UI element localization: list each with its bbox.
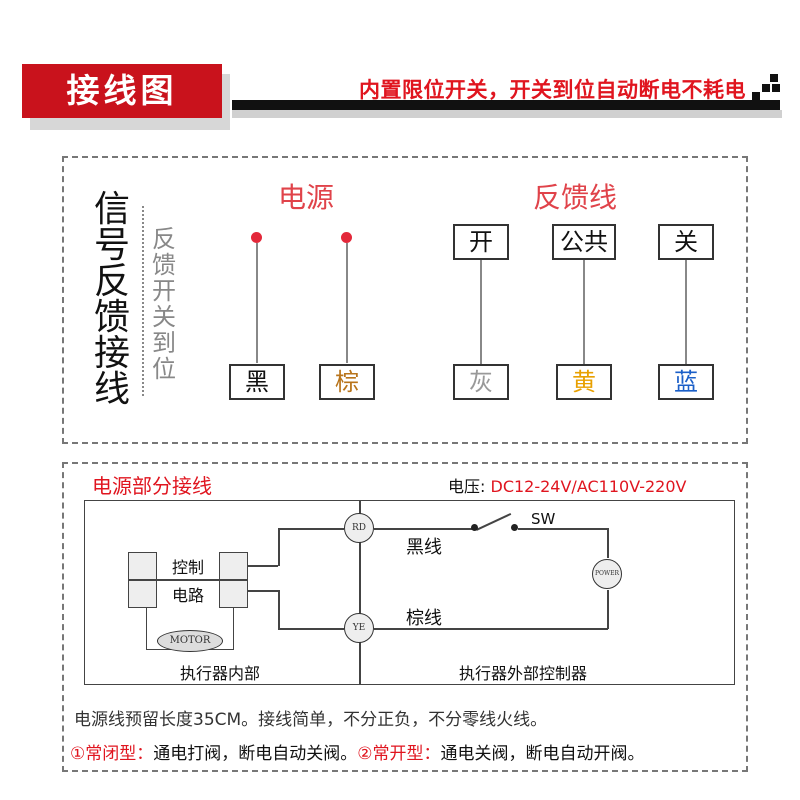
header-slogan: 内置限位开关，开关到位自动断电不耗电 bbox=[359, 78, 746, 102]
power-section-title: 电源部分接线 bbox=[92, 474, 212, 498]
voltage-label: 电压: bbox=[448, 477, 486, 496]
switch-contact-right bbox=[511, 524, 518, 531]
wire-label-brown: 棕 bbox=[319, 364, 375, 400]
power-terminal-dot bbox=[341, 232, 352, 243]
ye-terminal: YE bbox=[344, 613, 374, 643]
normally-open-text: 通电关阀，断电自动开阀。 bbox=[440, 744, 645, 764]
circuit-frame bbox=[84, 500, 735, 685]
brown-wire-label: 棕线 bbox=[406, 608, 442, 629]
wire-label-black: 黑 bbox=[229, 364, 285, 400]
power-vertical-bottom bbox=[607, 590, 609, 629]
wire-label-gray: 灰 bbox=[453, 364, 509, 400]
rd-to-switch bbox=[374, 528, 474, 530]
header-title-banner bbox=[22, 64, 222, 118]
feedback-heading: 反馈线 bbox=[532, 181, 617, 214]
ctrl-to-ye-bottom bbox=[278, 628, 344, 630]
control-circuit-label-2: 电路 bbox=[171, 586, 204, 605]
control-circuit-label-1: 控制 bbox=[171, 558, 204, 577]
side-title-char: 馈 bbox=[93, 297, 130, 338]
side-subtitle-char: 馈 bbox=[152, 251, 176, 279]
ctrl-to-rd-h bbox=[248, 565, 278, 567]
side-subtitle-char: 开 bbox=[152, 277, 176, 305]
header-underline-shadow bbox=[232, 110, 782, 118]
ctrl-to-rd-v bbox=[278, 528, 280, 566]
side-title-divider bbox=[142, 206, 144, 396]
power-wiring-box bbox=[62, 462, 748, 772]
black-wire-label: 黑线 bbox=[406, 537, 442, 558]
switch-to-power bbox=[518, 528, 607, 530]
side-title-char: 反 bbox=[93, 261, 130, 302]
feedback-pin-line bbox=[480, 260, 482, 364]
feedback-pin-line bbox=[685, 260, 687, 364]
note-valve-types: ①常闭型：通电打阀，断电自动关阀。②常开型：通电关阀，断电自动开阀。 bbox=[70, 739, 645, 764]
side-subtitle-char: 关 bbox=[152, 303, 176, 331]
control-circuit-midline bbox=[128, 579, 248, 581]
power-source-icon: POWER bbox=[592, 559, 622, 589]
header-underline bbox=[232, 100, 780, 110]
power-pin-line bbox=[346, 243, 348, 363]
switch-label: SW bbox=[531, 510, 556, 528]
inside-label: 执行器内部 bbox=[180, 664, 261, 683]
wire-label-blue: 蓝 bbox=[658, 364, 714, 400]
power-terminal-dot bbox=[251, 232, 262, 243]
switch-contact-left bbox=[471, 524, 478, 531]
ctrl-to-ye-v bbox=[278, 590, 280, 628]
side-subtitle-char: 到 bbox=[152, 329, 176, 357]
feedback-switch-subtitle: 反 馈 开 关 到 位 bbox=[150, 226, 178, 382]
feedback-label-close: 关 bbox=[658, 224, 714, 260]
feedback-label-open: 开 bbox=[453, 224, 509, 260]
ctrl-to-rd-top bbox=[278, 528, 344, 530]
outside-label: 执行器外部控制器 bbox=[459, 664, 588, 683]
voltage-line: 电压: DC12-24V/AC110V-220V bbox=[448, 473, 686, 497]
ctrl-to-ye-h bbox=[248, 590, 278, 592]
rd-terminal: RD bbox=[344, 513, 374, 543]
feedback-label-common: 公共 bbox=[552, 224, 616, 260]
side-subtitle-char: 位 bbox=[152, 355, 176, 383]
page-title: 接线图 bbox=[66, 71, 178, 110]
normally-open-label: ②常开型： bbox=[357, 744, 441, 764]
side-title-char: 号 bbox=[93, 225, 130, 266]
side-title-char: 信 bbox=[93, 189, 130, 230]
side-title-char: 接 bbox=[93, 333, 130, 374]
feedback-wiring-box bbox=[62, 156, 748, 444]
power-vertical-top bbox=[607, 528, 609, 558]
ye-to-power bbox=[374, 628, 608, 630]
feedback-pin-line bbox=[583, 260, 585, 364]
circuit-divider bbox=[359, 500, 361, 685]
note-cable-length: 电源线预留长度35CM。接线简单，不分正负，不分零线火线。 bbox=[74, 710, 548, 730]
normally-closed-label: ①常闭型： bbox=[70, 744, 154, 764]
normally-closed-text: 通电打阀，断电自动关阀。 bbox=[153, 744, 358, 764]
wire-label-yellow: 黄 bbox=[556, 364, 612, 400]
motor-icon: MOTOR bbox=[157, 630, 223, 652]
voltage-value: DC12-24V/AC110V-220V bbox=[490, 477, 687, 496]
side-title-char: 线 bbox=[93, 369, 130, 410]
power-pin-line bbox=[256, 243, 258, 363]
signal-feedback-title: 信 号 反 馈 接 线 bbox=[92, 192, 132, 408]
power-heading: 电源 bbox=[277, 181, 334, 214]
side-subtitle-char: 反 bbox=[152, 225, 176, 253]
